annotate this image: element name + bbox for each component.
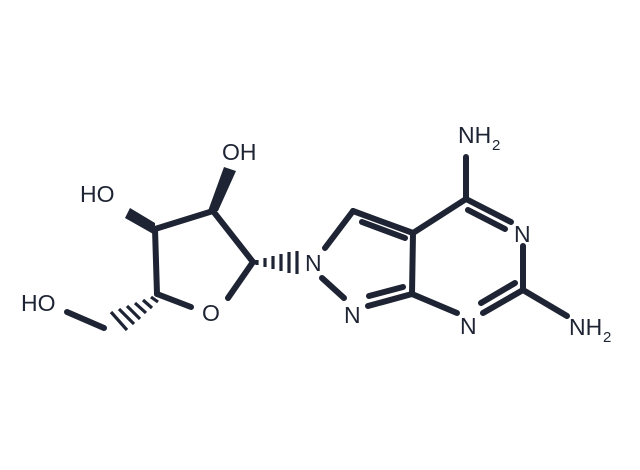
bond-c6-n-inner: [478, 280, 518, 306]
bond-ch2-oh: [64, 309, 107, 331]
bond-c4-n-inner: [465, 207, 508, 232]
bond-c6-nh2: [520, 287, 570, 319]
atom-label-oh-top: OH: [222, 139, 257, 165]
atom-label-ho-ch2: HO: [21, 290, 56, 316]
bond-c3a-c7a: [409, 230, 416, 297]
bond-c4-n: [463, 196, 514, 225]
bond-ch-c3a-inner: [359, 219, 408, 241]
atom-label-ho-left: HO: [80, 181, 115, 207]
atom-label-n3: N: [514, 221, 531, 247]
bond-n-c7a: [365, 291, 415, 309]
atom-label-nh2-right: NH: [569, 314, 602, 340]
bond-o-c5: [154, 291, 194, 310]
atom-label-ring-o: O: [202, 300, 220, 326]
wedge-bond-oh-top: [208, 167, 236, 211]
bond-c2-o: [225, 259, 256, 301]
bond-n-c7a-inner: [366, 284, 406, 299]
atom-label-n2: N: [344, 302, 361, 328]
bond-n-n: [319, 275, 347, 301]
atom-label-n1: N: [305, 250, 322, 276]
hash-bond-c5-ch2: [109, 295, 159, 332]
bond-n-ch: [322, 208, 356, 251]
bond-n-c7a-pyr: [409, 291, 460, 316]
bond-c3a-c4: [410, 196, 469, 236]
atom-label-nh2-top: NH: [458, 122, 491, 148]
hash-bond-c2-n: [255, 251, 299, 274]
bond-c3-c2: [210, 208, 256, 265]
atom-label-n4: N: [460, 313, 477, 339]
wedge-bond-oh-left: [125, 208, 155, 235]
bond-c5-c4: [152, 226, 160, 297]
atom-label-nh2-right-subscript: 2: [603, 329, 611, 346]
bond-c4-c3: [152, 208, 216, 232]
atom-label-nh2-top-subscript: 2: [492, 137, 500, 154]
bond-c6-n: [480, 287, 526, 316]
bond-ch-c3a: [350, 208, 416, 236]
